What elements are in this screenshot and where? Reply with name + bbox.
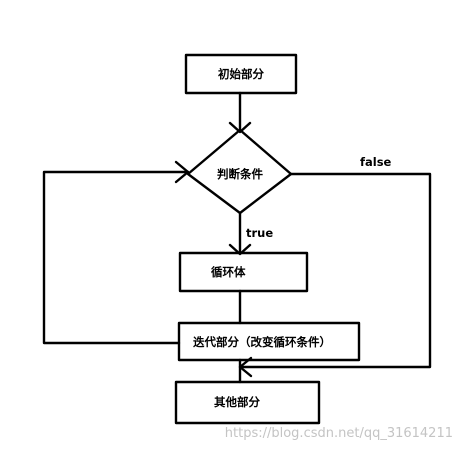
- watermark: https://blog.csdn.net/qq_31614211: [225, 426, 453, 441]
- iteration-box: [177, 321, 361, 362]
- other-box: [174, 380, 321, 425]
- loop-body-box: [178, 251, 309, 293]
- arrowhead-init-to-condition: [228, 121, 252, 134]
- true-edge-label: true: [246, 226, 273, 240]
- arrowhead-condition-to-loop-body: [228, 243, 252, 256]
- init-label: 初始部分: [218, 67, 264, 81]
- loop-body-label: 循环体: [210, 265, 246, 279]
- iteration-label: 迭代部分（改变循环条件）: [193, 335, 331, 349]
- condition-label: 判断条件: [217, 167, 263, 181]
- false-edge-label: false: [360, 155, 392, 169]
- arrowhead-loop-back: [174, 160, 190, 184]
- connector-loop-back: [42, 170, 190, 345]
- other-label: 其他部分: [214, 395, 260, 409]
- connector-false-exit: [238, 172, 432, 369]
